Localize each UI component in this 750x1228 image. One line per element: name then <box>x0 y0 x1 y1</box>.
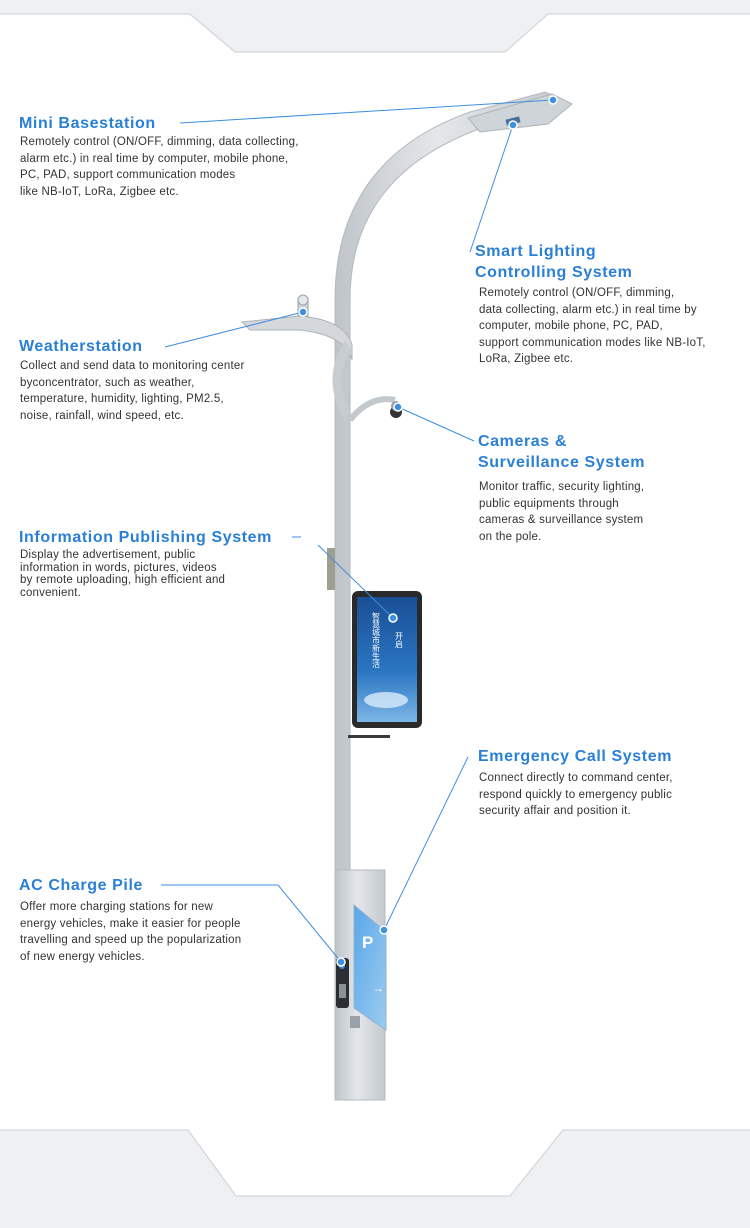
screen-side-text: 开启 <box>395 632 404 649</box>
leader-information-publishing <box>317 544 394 619</box>
weatherstation-arm <box>240 294 353 420</box>
marker-ac-charge-pile <box>336 957 346 967</box>
mini-basestation-title: Mini Basestation <box>19 115 156 132</box>
marker-mini-basestation <box>548 95 558 105</box>
leader-lines <box>161 95 558 967</box>
smart-lighting-title-line1: Smart Lighting <box>475 243 597 260</box>
smart-lighting-description: Remotely control (ON/OFF, dimming, data … <box>479 287 706 365</box>
leader-mini-basestation <box>179 99 554 124</box>
weatherstation-title: Weatherstation <box>19 338 143 355</box>
leader-emergency-call <box>383 756 469 931</box>
parking-sign: P → <box>353 903 387 1031</box>
cameras-title-line1: Cameras & <box>478 433 568 450</box>
leader-ac-charge-pile <box>161 884 342 963</box>
leader-cameras <box>397 406 475 442</box>
pole-box <box>327 548 335 590</box>
marker-emergency-call <box>379 925 389 935</box>
leader-smart-lighting <box>469 124 514 253</box>
cameras-description: Monitor traffic, security lighting, publ… <box>479 481 645 543</box>
cameras-title-line2: Surveillance System <box>478 454 646 471</box>
weatherstation-description: Collect and send data to monitoring cent… <box>20 360 245 422</box>
emergency-call-description: Connect directly to command center, resp… <box>479 772 673 817</box>
information-publishing-title: Information Publishing System <box>19 529 272 546</box>
marker-smart-lighting <box>508 120 518 130</box>
emergency-call-title: Emergency Call System <box>478 748 673 765</box>
screen-main-text: 智慧城市新生活 <box>372 611 381 669</box>
ac-charge-pile-description: Offer more charging stations for new ene… <box>20 901 242 963</box>
bottom-decoration <box>0 1129 750 1228</box>
ac-charge-pile-title: AC Charge Pile <box>19 877 143 894</box>
svg-text:→: → <box>372 981 384 995</box>
marker-information-publishing <box>388 613 398 623</box>
svg-text:P: P <box>362 933 373 952</box>
smart-lighting-title-line2: Controlling System <box>475 264 633 281</box>
info-screen <box>348 591 422 738</box>
top-decoration <box>0 0 750 53</box>
information-publishing-description: Display the advertisement, public inform… <box>20 549 226 599</box>
mini-basestation-description: Remotely control (ON/OFF, dimming, data … <box>20 136 299 198</box>
leader-weatherstation <box>164 311 304 348</box>
marker-cameras <box>393 402 403 412</box>
marker-weatherstation <box>298 307 308 317</box>
